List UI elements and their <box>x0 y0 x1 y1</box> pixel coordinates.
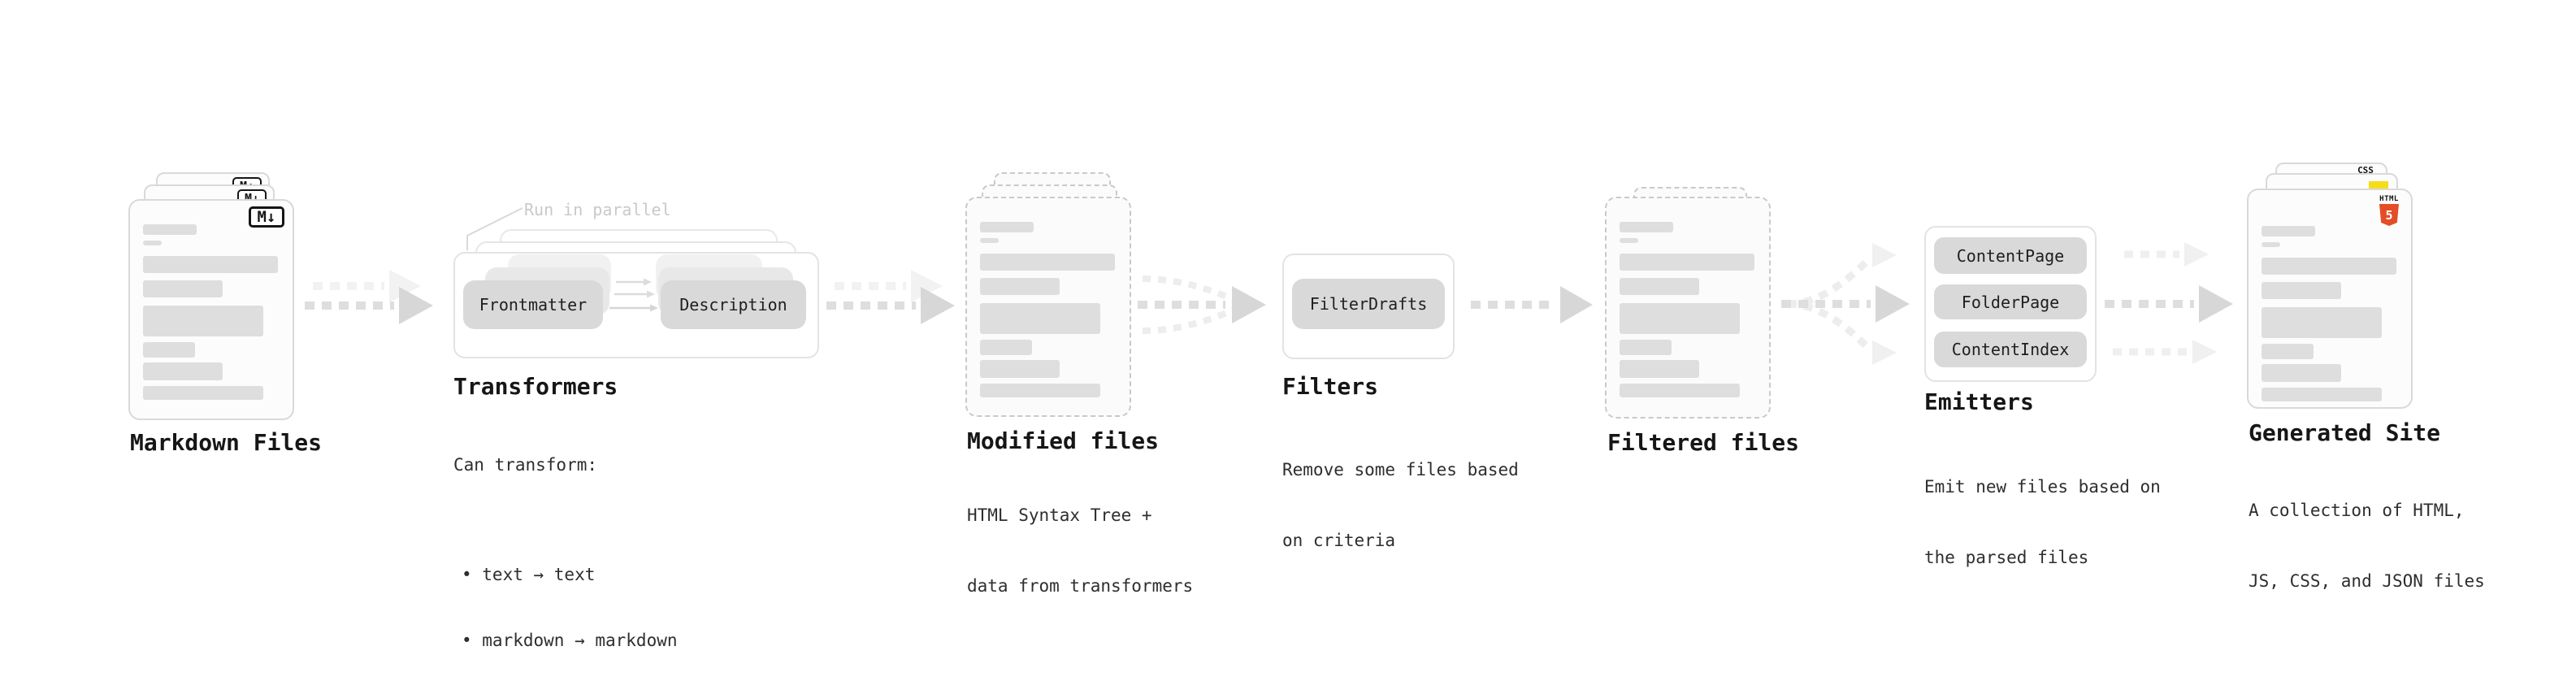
emitters-sublabel-line: the parsed files <box>1924 548 2089 567</box>
arrow-filtered-to-emitters <box>1781 243 1910 365</box>
emitters-label: Emitters <box>1924 388 2034 415</box>
modified-files-sublabel: HTML Syntax Tree + data from transformer… <box>967 457 1193 645</box>
file-content-placeholder <box>143 224 278 400</box>
html5-icon-number: 5 <box>2385 207 2393 223</box>
filters-sublabel: Remove some files based on criteria <box>1282 411 1519 600</box>
skeleton-line <box>1620 360 1699 378</box>
modified-file-card-front <box>965 197 1131 417</box>
skeleton-line <box>1620 384 1740 397</box>
html5-icon: HTML 5 <box>2379 195 2400 226</box>
skeleton-line <box>2262 242 2280 247</box>
emitters-sublabel: Emit new files based on the parsed files <box>1924 428 2161 617</box>
skeleton-line <box>143 386 263 400</box>
filtered-files-label: Filtered files <box>1607 429 1800 456</box>
skeleton-line <box>980 340 1032 355</box>
site-file-card-html: HTML 5 <box>2247 189 2413 409</box>
skeleton-line <box>1620 254 1754 271</box>
generated-site-sublabel-line: JS, CSS, and JSON files <box>2249 571 2485 591</box>
skeleton-line <box>2262 344 2314 359</box>
css-badge-label: CSS <box>2357 165 2374 176</box>
transformers-bullet-list: • text → text • markdown → markdown • ht… <box>453 520 678 681</box>
skeleton-line <box>1620 340 1672 355</box>
skeleton-line <box>980 254 1115 271</box>
skeleton-line <box>143 256 278 273</box>
modified-files-sublabel-line: HTML Syntax Tree + <box>967 505 1152 525</box>
skeleton-line <box>143 306 263 336</box>
skeleton-line <box>980 222 1034 232</box>
skeleton-line <box>143 224 197 235</box>
file-content-placeholder <box>1620 222 1754 397</box>
file-content-placeholder <box>2262 226 2396 401</box>
filtered-file-card-front <box>1605 197 1771 419</box>
arrow-emitters-to-site <box>2105 242 2233 364</box>
skeleton-line <box>2262 258 2396 275</box>
skeleton-line <box>2262 282 2341 299</box>
modified-files-sublabel-line: data from transformers <box>967 576 1194 596</box>
skeleton-line <box>2262 307 2382 338</box>
arrow-transformers-to-modified <box>826 270 955 324</box>
skeleton-line <box>980 238 999 243</box>
file-content-placeholder <box>980 222 1115 397</box>
generated-site-label: Generated Site <box>2249 419 2441 446</box>
skeleton-line <box>980 303 1100 334</box>
transformer-pill-frontmatter: Frontmatter <box>463 280 603 329</box>
skeleton-line <box>2262 226 2315 236</box>
modified-files-label: Modified files <box>967 427 1160 454</box>
transformers-bullet: • markdown → markdown <box>462 631 678 650</box>
skeleton-line <box>980 360 1060 378</box>
skeleton-line <box>143 280 223 297</box>
skeleton-line <box>980 278 1060 295</box>
skeleton-line <box>980 384 1100 397</box>
transformers-bullet: • text → text <box>462 565 596 584</box>
callout-leader-line <box>466 207 523 250</box>
html5-icon-shield: 5 <box>2379 204 2399 226</box>
skeleton-line <box>2262 388 2382 401</box>
filter-pill-filterdrafts: FilterDrafts <box>1292 279 1445 329</box>
skeleton-line <box>1620 238 1638 243</box>
emitter-pill-contentpage: ContentPage <box>1934 237 2087 274</box>
filters-sublabel-line: on criteria <box>1282 531 1396 550</box>
emitter-pill-contentindex: ContentIndex <box>1934 332 2087 367</box>
html5-icon-word: HTML <box>2379 195 2399 203</box>
filters-label: Filters <box>1282 373 1379 400</box>
arrow-modified-to-filters <box>1138 275 1266 334</box>
arrow-filters-to-filtered <box>1471 286 1593 323</box>
skeleton-line <box>143 362 223 380</box>
markdown-file-card-front: M↓ <box>128 199 294 420</box>
transformers-description-intro: Can transform: <box>453 455 598 475</box>
emitters-sublabel-line: Emit new files based on <box>1924 477 2161 497</box>
markdown-files-label: Markdown Files <box>130 429 323 456</box>
transformers-description: Can transform: • text → text • markdown … <box>453 410 678 681</box>
emitter-pill-folderpage: FolderPage <box>1934 284 2087 319</box>
skeleton-line <box>2262 364 2341 382</box>
skeleton-line <box>1620 303 1740 334</box>
filters-sublabel-line: Remove some files based <box>1282 460 1519 479</box>
generated-site-sublabel-line: A collection of HTML, <box>2249 501 2465 520</box>
run-in-parallel-callout: Run in parallel <box>524 200 671 219</box>
generated-site-sublabel: A collection of HTML, JS, CSS, and JSON … <box>2249 452 2485 640</box>
skeleton-line <box>143 241 162 245</box>
transformers-label: Transformers <box>453 373 618 400</box>
arrow-markdown-to-transformers <box>305 270 433 324</box>
skeleton-line <box>1620 278 1699 295</box>
transformer-pill-description: Description <box>661 280 806 329</box>
skeleton-line <box>1620 222 1673 232</box>
markdown-icon: M↓ <box>249 206 284 228</box>
parallel-arrows-icon <box>609 278 658 312</box>
skeleton-line <box>143 342 195 358</box>
